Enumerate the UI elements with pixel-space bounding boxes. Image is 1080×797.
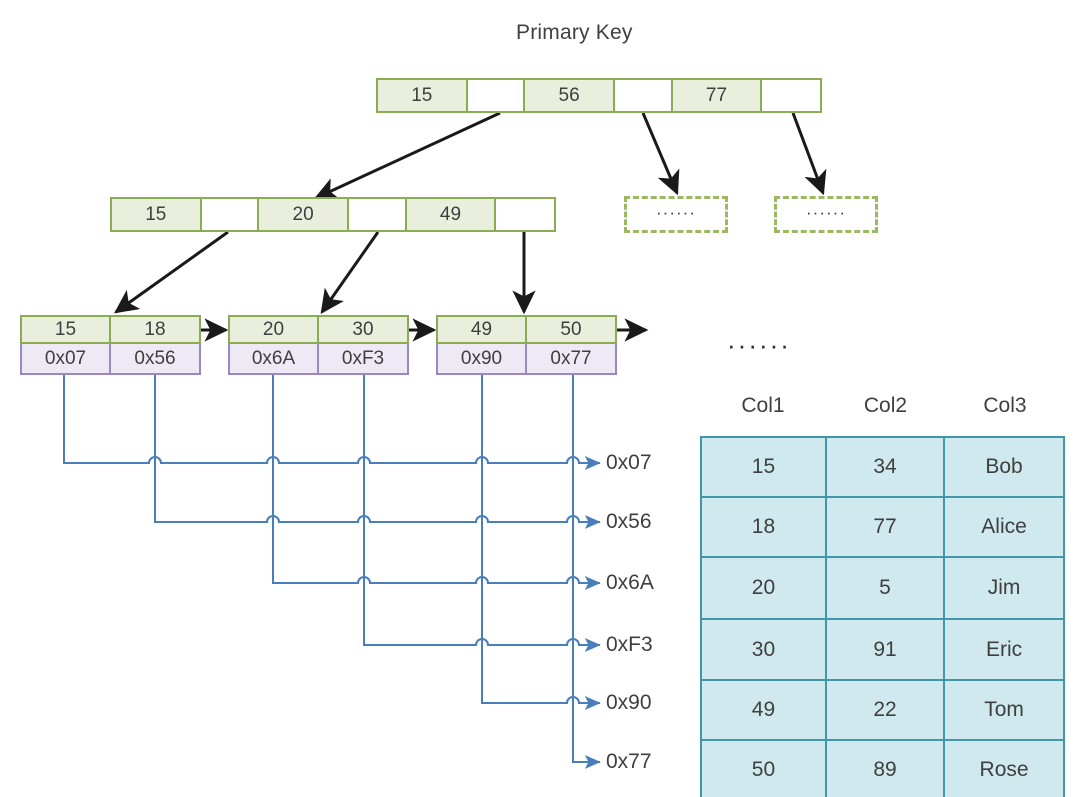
table-cell-col1: 18 [700, 496, 827, 558]
leaf-node-1-key-1[interactable]: 18 [144, 318, 166, 340]
address-label-0x56: 0x56 [606, 510, 652, 533]
arrow-internal-to-leaf-2 [320, 231, 380, 314]
leaf-node-3-pointer-0[interactable]: 0x90 [438, 344, 527, 373]
table-header-col1: Col1 [741, 394, 785, 417]
table-cell-col3: Eric [943, 618, 1065, 681]
wire-0x56 [154, 375, 601, 529]
leaf-node-1-pointer-0[interactable]: 0x07 [22, 344, 111, 373]
root-node[interactable]: 15 56 77 [376, 78, 822, 113]
leaf-node-2[interactable]: 20 30 0x6A 0xF3 [228, 315, 409, 375]
leaf-node-2-pointer-0[interactable]: 0x6A [230, 344, 319, 373]
wire-0xF3 [363, 375, 601, 652]
table-cell-col2: 77 [824, 496, 946, 558]
table-cell-col3: Tom [943, 679, 1065, 741]
leaf-node-3-pointer-row: 0x90 0x77 [436, 344, 617, 375]
dashed-box-1: ······ [624, 196, 728, 233]
table-cell-col1: 50 [700, 739, 827, 797]
leaf-node-3-pointer-1[interactable]: 0x77 [550, 347, 592, 369]
table-cell-col2: 5 [824, 556, 946, 620]
dashed-box-2: ······ [774, 196, 878, 233]
leaf-node-1-pointer-row: 0x07 0x56 [20, 344, 201, 375]
table-header-col3: Col3 [983, 394, 1027, 417]
internal-node-cell-3[interactable] [348, 199, 407, 230]
root-node-cell-2[interactable]: 56 [525, 80, 615, 111]
internal-node-cell-4[interactable]: 49 [406, 199, 497, 230]
address-label-0x90: 0x90 [606, 691, 652, 714]
table-cell-col1: 20 [700, 556, 827, 620]
arrow-internal-to-leaf-1 [114, 230, 229, 314]
wire-0x6A [272, 375, 601, 590]
table-row[interactable]: 18 77 Alice [700, 496, 1065, 558]
internal-node-cell-0[interactable]: 15 [112, 199, 202, 230]
leaf-node-1-key-row: 15 18 [20, 315, 201, 344]
address-label-0x6A: 0x6A [606, 571, 654, 594]
root-node-cell-4[interactable]: 77 [672, 80, 763, 111]
leaf-node-3-key-0[interactable]: 49 [438, 317, 527, 342]
wire-0x07 [63, 375, 601, 470]
table-row[interactable]: 49 22 Tom [700, 679, 1065, 741]
arrow-root-to-internal [313, 111, 501, 200]
leaf-node-3-key-1[interactable]: 50 [560, 318, 582, 340]
leaf-node-3-key-row: 49 50 [436, 315, 617, 344]
internal-node-cell-2[interactable]: 20 [259, 199, 349, 230]
root-node-cell-1[interactable] [467, 80, 526, 111]
leaf-node-1-key-0[interactable]: 15 [22, 317, 111, 342]
page-title: Primary Key [516, 21, 633, 44]
table-cell-col1: 30 [700, 618, 827, 681]
root-node-cell-3[interactable] [614, 80, 673, 111]
leaf-node-2-key-0[interactable]: 20 [230, 317, 319, 342]
table-row[interactable]: 15 34 Bob [700, 436, 1065, 498]
leaf-node-1[interactable]: 15 18 0x07 0x56 [20, 315, 201, 375]
table-cell-col2: 89 [824, 739, 946, 797]
table-row[interactable]: 30 91 Eric [700, 618, 1065, 681]
leaf-node-2-key-row: 20 30 [228, 315, 409, 344]
table-cell-col3: Alice [943, 496, 1065, 558]
table-cell-col3: Rose [943, 739, 1065, 797]
leaf-chain-ellipsis: ······ [727, 330, 791, 360]
table-cell-col1: 15 [700, 436, 827, 498]
internal-node-cell-1[interactable] [201, 199, 260, 230]
table-cell-col3: Bob [943, 436, 1065, 498]
address-label-0x77: 0x77 [606, 750, 652, 773]
table-header-col2: Col2 [863, 394, 908, 417]
wire-0x77 [572, 375, 601, 769]
leaf-node-1-pointer-1[interactable]: 0x56 [134, 347, 176, 369]
table-cell-col2: 34 [824, 436, 946, 498]
arrow-root-to-dashed-2 [791, 112, 827, 196]
arrow-root-to-dashed-1 [641, 112, 680, 196]
wire-0x90 [481, 375, 601, 710]
leaf-node-2-pointer-row: 0x6A 0xF3 [228, 344, 409, 375]
leaf-node-2-pointer-1[interactable]: 0xF3 [341, 347, 385, 369]
table-cell-col2: 91 [824, 618, 946, 681]
table-cell-col3: Jim [943, 556, 1065, 620]
internal-node[interactable]: 15 20 49 [110, 197, 556, 232]
leaf-node-3[interactable]: 49 50 0x90 0x77 [436, 315, 617, 375]
table-cell-col2: 22 [824, 679, 946, 741]
address-label-0xF3: 0xF3 [606, 633, 653, 656]
root-node-cell-0[interactable]: 15 [378, 80, 468, 111]
table-row[interactable]: 50 89 Rose [700, 739, 1065, 797]
dashed-box-1-label: ······ [656, 203, 696, 222]
table-cell-col1: 49 [700, 679, 827, 741]
data-table: 15 34 Bob 18 77 Alice 20 5 Jim 30 91 Eri… [700, 436, 1065, 797]
root-node-cell-5[interactable] [762, 80, 820, 111]
leaf-node-2-key-1[interactable]: 30 [352, 318, 374, 340]
dashed-box-2-label: ······ [806, 203, 846, 222]
address-label-0x07: 0x07 [606, 451, 652, 474]
internal-node-cell-5[interactable] [496, 199, 554, 230]
table-row[interactable]: 20 5 Jim [700, 556, 1065, 620]
